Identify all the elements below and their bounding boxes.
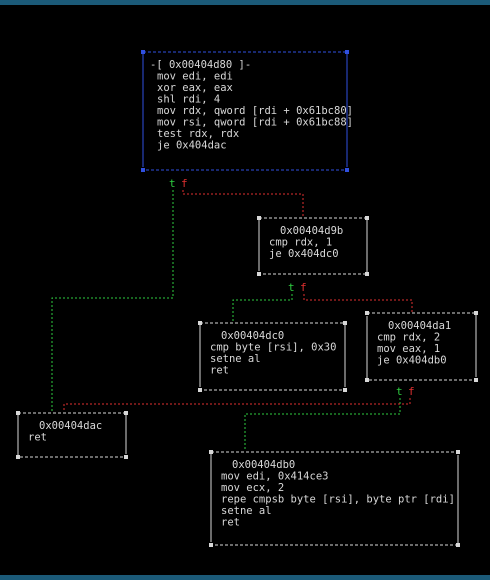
false-branch-label: f	[181, 177, 188, 190]
frame-corner	[141, 50, 145, 54]
frame-corner	[345, 50, 349, 54]
asm-line: ret	[28, 432, 47, 444]
top-bar	[0, 0, 490, 5]
block-header: 0x00404d9b	[280, 225, 343, 237]
edge-true-b4da1-b4db0	[244, 398, 401, 451]
frame-corner	[198, 388, 202, 392]
frame-corner	[343, 321, 347, 325]
asm-line: cmp rdx, 1	[269, 237, 332, 249]
asm-line: setne al	[221, 505, 272, 517]
frame-corner	[365, 311, 369, 315]
true-branch-label: t	[396, 385, 403, 398]
asm-line: xor eax, eax	[157, 82, 233, 94]
true-branch-label: t	[288, 281, 295, 294]
frame-corner	[456, 543, 460, 547]
frame-corner	[16, 455, 20, 459]
true-branch-label: t	[169, 177, 176, 190]
frame-corner	[343, 388, 347, 392]
asm-line: shl rdi, 4	[157, 94, 220, 106]
edge-false-b4d80-b4d9b	[182, 190, 304, 217]
frame-corner	[124, 455, 128, 459]
frame-corner	[141, 168, 145, 172]
edge-true-b4d80-b4dac	[51, 190, 174, 412]
frame-corner	[456, 450, 460, 454]
block-header: -[ 0x00404d80 ]-	[150, 59, 251, 71]
frame-corner	[198, 321, 202, 325]
false-branch-label: f	[408, 385, 415, 398]
bottom-bar	[0, 575, 490, 580]
asm-line: je 0x404dac	[157, 140, 227, 152]
block-header: 0x00404dac	[39, 420, 102, 432]
asm-line: repe cmpsb byte [rsi], byte ptr [rdi]	[221, 494, 455, 506]
frame-corner	[365, 272, 369, 276]
edge-true-b4d9b-b4dc0	[232, 294, 293, 322]
block-header: 0x00404dc0	[221, 330, 284, 342]
asm-line: mov eax, 1	[377, 343, 440, 355]
asm-line: mov ecx, 2	[221, 482, 284, 494]
frame-corner	[474, 311, 478, 315]
block-header: 0x00404db0	[232, 459, 295, 471]
frame-corner	[257, 216, 261, 220]
frame-corner	[474, 378, 478, 382]
asm-line: je 0x404db0	[377, 355, 447, 367]
asm-line: je 0x404dc0	[269, 248, 339, 260]
frame-corner	[365, 216, 369, 220]
asm-line: ret	[221, 517, 240, 529]
frame-corner	[209, 543, 213, 547]
asm-line: setne al	[210, 353, 261, 365]
edges-layer	[51, 190, 413, 451]
edge-false-b4da1-b4dac	[63, 398, 411, 412]
asm-line: test rdx, rdx	[157, 128, 239, 140]
frame-corner	[209, 450, 213, 454]
frame-corner	[365, 378, 369, 382]
frame-corner	[345, 168, 349, 172]
asm-line: mov edi, 0x414ce3	[221, 471, 328, 483]
false-branch-label: f	[300, 281, 307, 294]
asm-line: cmp byte [rsi], 0x30	[210, 342, 336, 354]
asm-line: mov rsi, qword [rdi + 0x61bc88]	[157, 117, 353, 129]
frame-corner	[124, 411, 128, 415]
edge-false-b4d9b-b4da1	[303, 294, 413, 312]
frame-corner	[257, 272, 261, 276]
asm-line: mov edi, edi	[157, 71, 233, 83]
frame-corner	[16, 411, 20, 415]
asm-line: cmp rdx, 2	[377, 332, 440, 344]
block-header: 0x00404da1	[388, 320, 451, 332]
asm-line: ret	[210, 365, 229, 377]
asm-line: mov rdx, qword [rdi + 0x61bc80]	[157, 105, 353, 117]
